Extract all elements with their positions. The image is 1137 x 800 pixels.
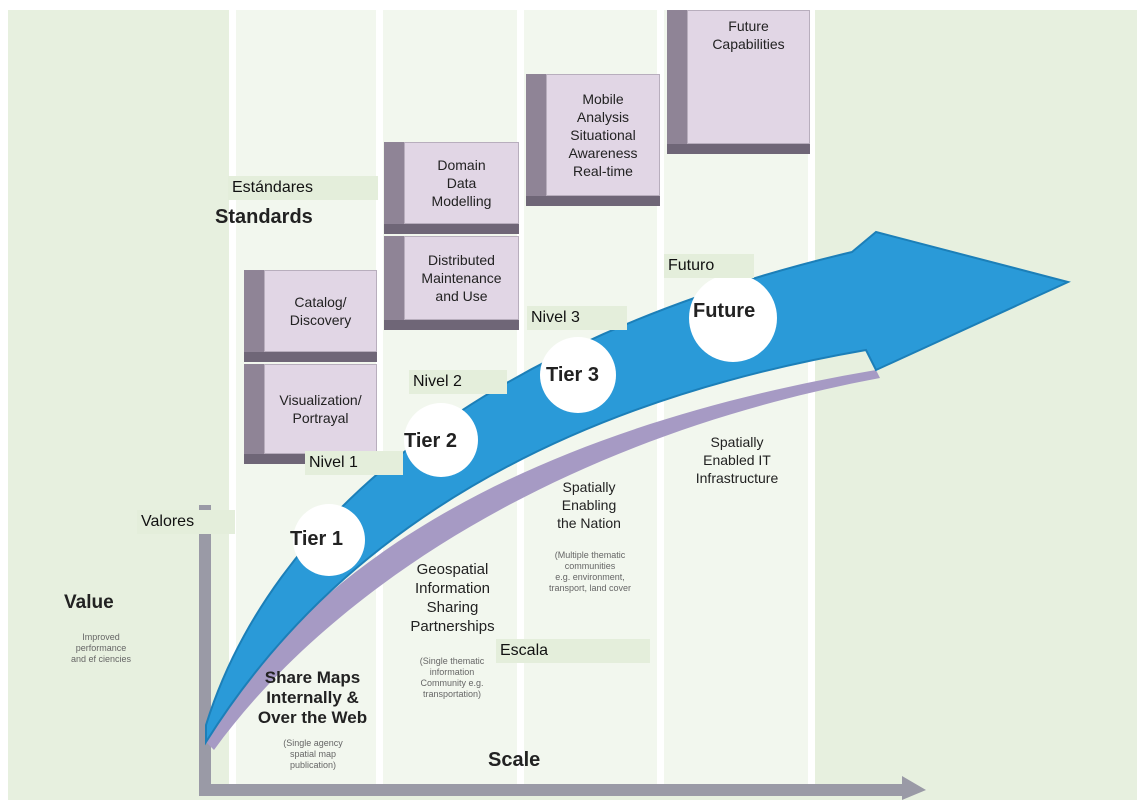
scale-axis-label: Scale [488, 749, 541, 771]
tier1-label: Tier 1 [290, 528, 343, 550]
tier2-notch [404, 403, 478, 477]
standards-label: Standards [215, 206, 313, 228]
nivel1-label: Nivel 1 [305, 451, 403, 475]
value-axis-description: Improved performance and ef ciencies [70, 632, 132, 664]
box-domain: Domain Data Modelling [384, 142, 519, 234]
box-future-capabilities-label: Future Capabilities [712, 18, 785, 52]
divider-line [376, 10, 383, 790]
divider-line [808, 10, 815, 790]
escala-label: Escala [496, 639, 650, 663]
box-catalog-label: Catalog/ Discovery [289, 294, 352, 328]
tier2-label: Tier 2 [404, 430, 457, 452]
divider-line [229, 10, 236, 790]
box-future-capabilities: Future Capabilities [667, 10, 810, 154]
tier1-subdescription: (Single agency spatial map publication) [283, 738, 343, 770]
tier3-notch [540, 337, 616, 413]
future-label: Future [693, 300, 756, 322]
tier1-notch [293, 504, 365, 576]
nivel2-label: Nivel 2 [409, 370, 507, 394]
valores-label: Valores [137, 510, 235, 534]
box-domain-label: Domain Data Modelling [431, 157, 492, 209]
scale-axis-arrow [199, 776, 926, 800]
box-catalog: Catalog/ Discovery [244, 270, 377, 362]
box-visualization: Visualization/ Portrayal [244, 364, 377, 464]
future-description: Spatially Enabled IT Infrastructure [695, 434, 779, 486]
tier2-subdescription: (Single thematic information Community e… [419, 656, 485, 699]
futuro-label: Futuro [664, 254, 754, 278]
future-notch [689, 274, 777, 362]
tier3-label: Tier 3 [546, 364, 599, 386]
tier2-description: Geospatial Information Sharing Partnersh… [410, 561, 495, 635]
tier1-description: Share Maps Internally & Over the Web [257, 668, 368, 727]
box-visualization-label: Visualization/ Portrayal [279, 392, 362, 426]
nivel3-label: Nivel 3 [527, 306, 627, 330]
estandares-label: Estándares [228, 176, 378, 200]
box-distributed-label: Distributed Maintenance and Use [421, 252, 502, 304]
box-mobile: Mobile Analysis Situational Awareness Re… [526, 74, 660, 206]
box-distributed: Distributed Maintenance and Use [384, 236, 519, 330]
value-axis-label: Value [64, 592, 114, 613]
box-mobile-label: Mobile Analysis Situational Awareness Re… [568, 91, 638, 179]
tier3-subdescription: (Multiple thematic communities e.g. envi… [548, 550, 632, 593]
value-axis-line [199, 505, 211, 795]
tier3-description: Spatially Enabling the Nation [557, 479, 621, 531]
